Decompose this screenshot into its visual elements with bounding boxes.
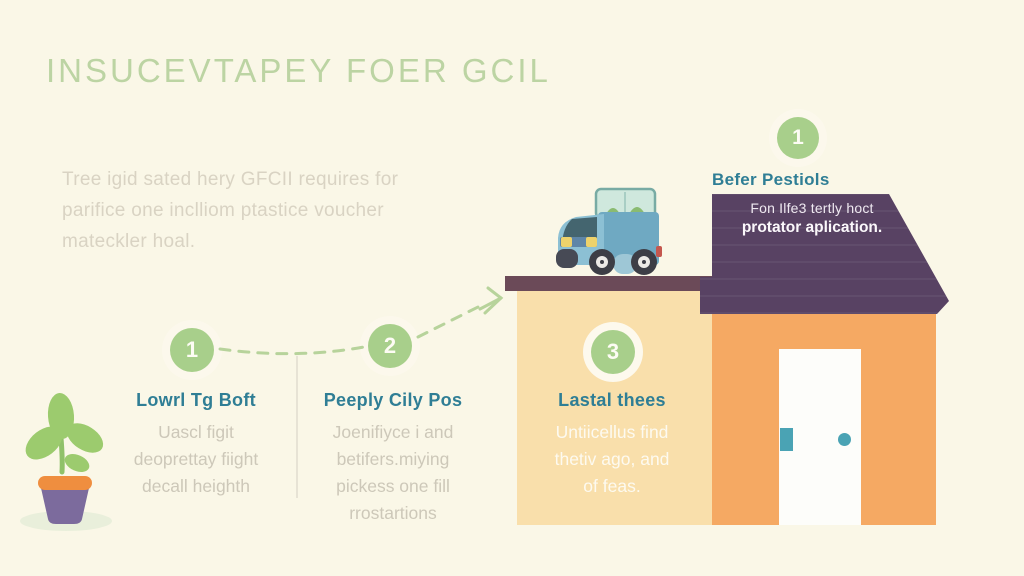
intro-line: parifice one inclliom ptastice voucher <box>62 200 384 221</box>
step-3-number-badge: 3 <box>591 330 635 374</box>
step-3-heading: Lastal thees <box>558 390 666 410</box>
roof-banner-line-2: protator aplication. <box>741 219 883 236</box>
potted-plant-icon <box>20 393 112 531</box>
door-handle <box>780 428 793 451</box>
step-3-line: Untiicellus find <box>555 422 669 442</box>
step-3-text: Lastal thees Untiicellus find thetiv ago… <box>517 390 707 500</box>
step-3-line: thetiv ago, and <box>554 449 670 469</box>
step-2-line: Joenifiyce i and <box>332 422 454 442</box>
vertical-divider <box>296 356 298 498</box>
step-1-text: Lowrl Tg Boft Uascl figit deoprettay fii… <box>101 390 291 500</box>
intro-line: mateckler hoal. <box>62 231 196 252</box>
intro-line: Tree igid sated hery GFCII requires for <box>62 169 399 190</box>
step-2-heading: Peeply Cily Pos <box>323 390 463 410</box>
house-label: Befer Pestiols <box>712 170 830 189</box>
page-title: INSUCEVTAPEY FOER GCIL <box>46 52 551 89</box>
intro-paragraph: Tree igid sated hery GFCII requires for … <box>62 164 462 257</box>
step-1-line: decall heighth <box>142 476 250 496</box>
step-1-line: Uascl figit <box>158 422 234 442</box>
step-2-line: rrostartions <box>349 503 437 523</box>
delivery-truck-icon <box>556 187 662 275</box>
truck-platform-ledge <box>505 276 713 291</box>
step-2-text: Peeply Cily Pos Joenifiyce i and betifer… <box>298 390 488 527</box>
step-1-heading: Lowrl Tg Boft <box>136 390 256 410</box>
step-1-number-badge: 1 <box>170 328 214 372</box>
step-3-line: of feas. <box>583 476 641 496</box>
step-2-line: pickess one fill <box>336 476 450 496</box>
roof-banner-line-1: Fon Ilfe3 tertly hoct <box>750 200 874 216</box>
door-knob <box>838 433 851 446</box>
dashed-arrow-icon <box>218 286 504 356</box>
house-number-badge: 1 <box>777 117 819 159</box>
step-2-line: betifers.miying <box>336 449 450 469</box>
step-2-number-badge: 2 <box>368 324 412 368</box>
plant-shadow <box>20 511 112 531</box>
roof-banner: Fon Ilfe3 tertly hoct protator aplicatio… <box>712 200 912 237</box>
step-1-line: deoprettay fiight <box>133 449 259 469</box>
